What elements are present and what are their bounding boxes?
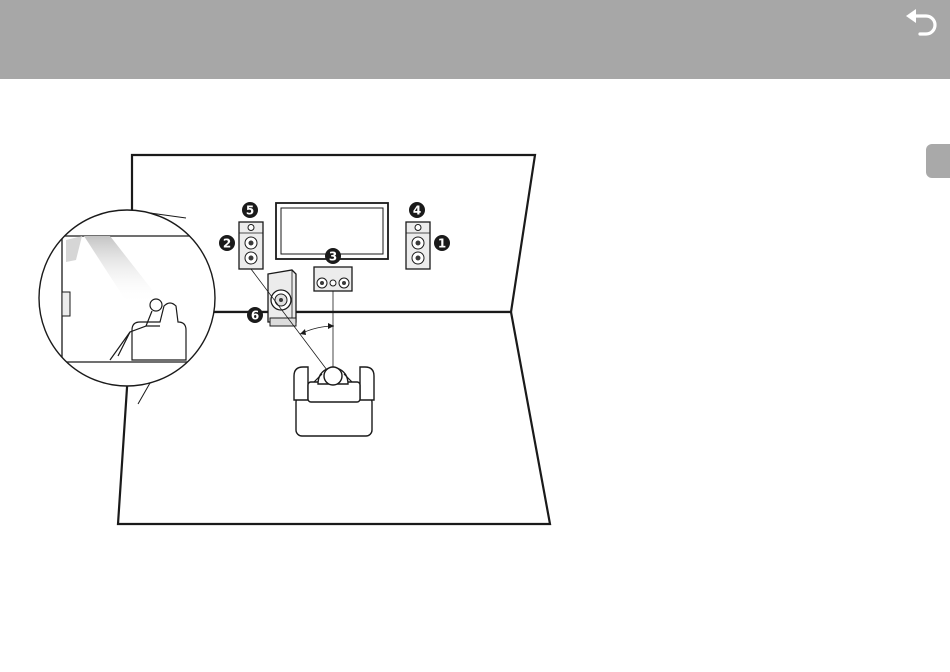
svg-text:5: 5: [246, 204, 254, 218]
svg-text:3: 3: [329, 250, 337, 264]
front-right-speaker: [406, 222, 430, 269]
listener-chair: [294, 367, 374, 436]
badge-1: 1: [434, 235, 450, 251]
svg-text:6: 6: [251, 309, 259, 323]
badge-4: 4: [409, 202, 425, 218]
svg-text:4: 4: [413, 204, 421, 218]
subwoofer: [268, 270, 296, 326]
badge-6: 6: [247, 307, 263, 323]
badge-2: 2: [219, 235, 235, 251]
front-left-speaker: [239, 222, 263, 269]
svg-text:2: 2: [223, 237, 231, 251]
svg-text:1: 1: [438, 237, 446, 251]
badge-3: 3: [325, 248, 341, 264]
badge-5: 5: [242, 202, 258, 218]
center-speaker: [314, 267, 352, 291]
